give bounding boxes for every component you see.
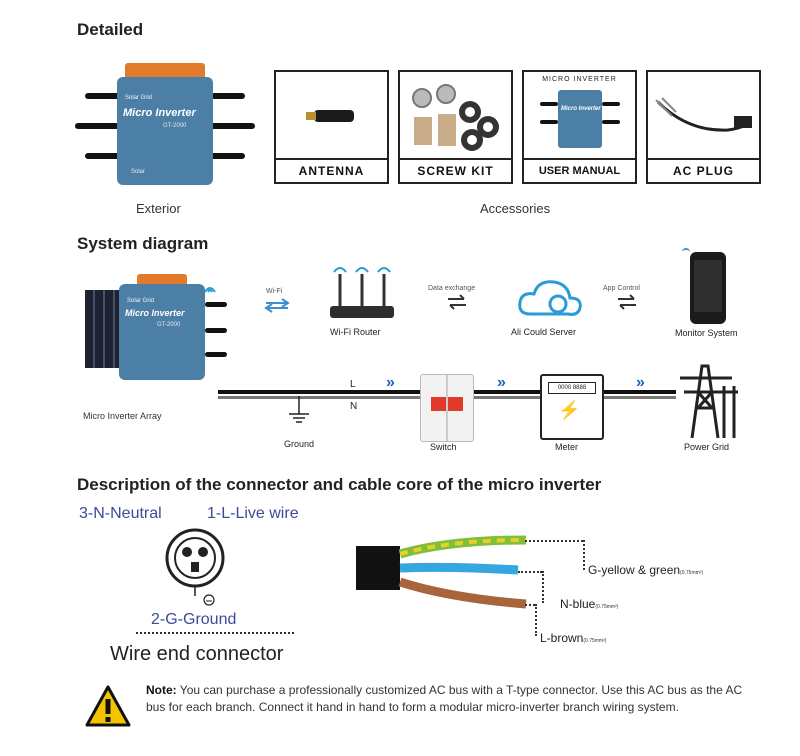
meter-label: Meter xyxy=(555,442,579,452)
array-label: Micro Inverter Array xyxy=(83,411,162,421)
ground-pin-label: 2-G-Ground xyxy=(151,611,237,628)
inverter-body: Solar Grid Micro Inverter GT-2000 Solar xyxy=(117,77,213,185)
inverter-brand-text: Solar Grid xyxy=(125,95,153,101)
note-block: Note: You can purchase a professionally … xyxy=(146,682,758,716)
accessory-label: SCREW KIT xyxy=(400,158,511,182)
accessories-caption: Accessories xyxy=(480,201,551,216)
micro-inverter-array-image: Solar Grid Micro Inverter GT-2000 xyxy=(85,272,230,380)
dc-cable xyxy=(85,153,125,159)
wire-ground-label: G-yellow & green(0.75mm²) xyxy=(588,563,703,577)
array-inverter-body: Solar Grid Micro Inverter GT-2000 xyxy=(119,284,205,380)
wire-ground-name: G-yellow & green xyxy=(588,563,681,577)
bidirectional-arrow-icon xyxy=(264,298,290,313)
meter-display: 0000 8888 xyxy=(548,382,596,394)
server-label: Ali Could Server xyxy=(511,327,577,337)
accessory-label: USER MANUAL xyxy=(524,158,635,182)
wifi-label: Wi-Fi xyxy=(266,288,283,295)
section-title-system: System diagram xyxy=(77,234,209,253)
ac-plug-icon xyxy=(655,97,752,132)
dotted-divider xyxy=(136,632,294,634)
wire-end-label: Wire end connector xyxy=(110,643,284,665)
array-inverter-brand: Solar Grid xyxy=(127,298,155,304)
antenna-icon xyxy=(306,110,354,122)
array-inverter-code: GT-2000 xyxy=(157,322,181,328)
control-arrow-icon xyxy=(618,294,636,310)
line-n-label: N xyxy=(350,401,358,412)
wifi-signal-icon xyxy=(204,287,216,293)
solar-panel xyxy=(85,290,125,368)
exchange-arrow-icon xyxy=(448,294,466,310)
manual-inverter-text: Micro Inverter xyxy=(561,106,601,112)
ac-cable xyxy=(205,93,245,99)
ac-cable xyxy=(210,123,255,129)
lightning-icon: ⚡ xyxy=(558,400,581,420)
screw-kit-icon xyxy=(412,84,499,151)
monitor-label: Monitor System xyxy=(675,328,738,338)
line-l-label: L xyxy=(350,379,356,390)
accessory-ac-plug: AC PLUG xyxy=(646,70,761,184)
ac-cable xyxy=(205,153,245,159)
wire-neutral-label: N-blue(0.75mm²) xyxy=(560,597,618,611)
wire-ground-spec: (0.75mm²) xyxy=(680,570,704,576)
accessory-user-manual: MICRO INVERTER Micro Inverter USER MANUA… xyxy=(522,70,637,184)
inverter-handle xyxy=(125,63,205,79)
exterior-caption: Exterior xyxy=(136,201,181,216)
warning-icon xyxy=(85,685,131,727)
live-pin-label: 1-L-Live wire xyxy=(207,505,299,522)
wire-live-label: L-brown(0.75mm²) xyxy=(540,631,606,645)
flow-arrow-icon: » xyxy=(636,374,645,391)
wifi-router-icon xyxy=(330,267,394,318)
cable-core-image xyxy=(356,535,527,609)
section-title-detailed: Detailed xyxy=(77,20,144,39)
power-grid-tower-icon xyxy=(680,364,738,438)
manual-inverter-image: Micro Inverter xyxy=(558,90,602,148)
exterior-inverter-image: Solar Grid Micro Inverter GT-2000 Solar xyxy=(75,55,255,195)
wire-live-name: L-brown xyxy=(540,631,584,645)
flow-arrow-icon: » xyxy=(497,374,506,391)
ground-label: Ground xyxy=(284,439,315,449)
note-label: Note: xyxy=(146,683,177,697)
wire-live-spec: (0.75mm²) xyxy=(583,638,607,644)
wire-neutral-spec: (0.75mm²) xyxy=(595,604,619,610)
ground-symbol-icon xyxy=(289,396,309,423)
connector-face-icon xyxy=(165,528,225,606)
switch-breaker-icon xyxy=(420,374,474,442)
section-title-connector: Description of the connector and cable c… xyxy=(77,475,602,494)
inverter-code-text: GT-2000 xyxy=(163,123,187,129)
meter-icon: 0000 8888 ⚡ xyxy=(540,374,604,440)
array-inverter-model: Micro Inverter xyxy=(125,308,185,318)
inverter-logo-text: Solar xyxy=(131,169,146,175)
flow-arrow-icon: » xyxy=(386,374,395,391)
neutral-pin-label: 3-N-Neutral xyxy=(79,505,162,522)
switch-label: Switch xyxy=(430,442,457,452)
data-exchange-label: Data exchange xyxy=(428,285,476,292)
manual-top-text: MICRO INVERTER xyxy=(542,76,617,83)
accessory-label: AC PLUG xyxy=(648,158,759,182)
dc-cable xyxy=(85,93,125,99)
inverter-model-text: Micro Inverter xyxy=(123,107,196,119)
router-label: Wi-Fi Router xyxy=(330,327,381,337)
app-control-label: App Control xyxy=(603,285,640,292)
wire-neutral-name: N-blue xyxy=(560,597,596,611)
dc-cable xyxy=(75,123,120,129)
phone-icon xyxy=(690,252,726,324)
accessory-screw-kit: SCREW KIT xyxy=(398,70,513,184)
accessory-label: ANTENNA xyxy=(276,158,387,182)
note-text: You can purchase a professionally custom… xyxy=(146,683,743,714)
cloud-server-icon xyxy=(518,280,582,316)
power-grid-label: Power Grid xyxy=(684,442,730,452)
accessory-antenna: ANTENNA xyxy=(274,70,389,184)
